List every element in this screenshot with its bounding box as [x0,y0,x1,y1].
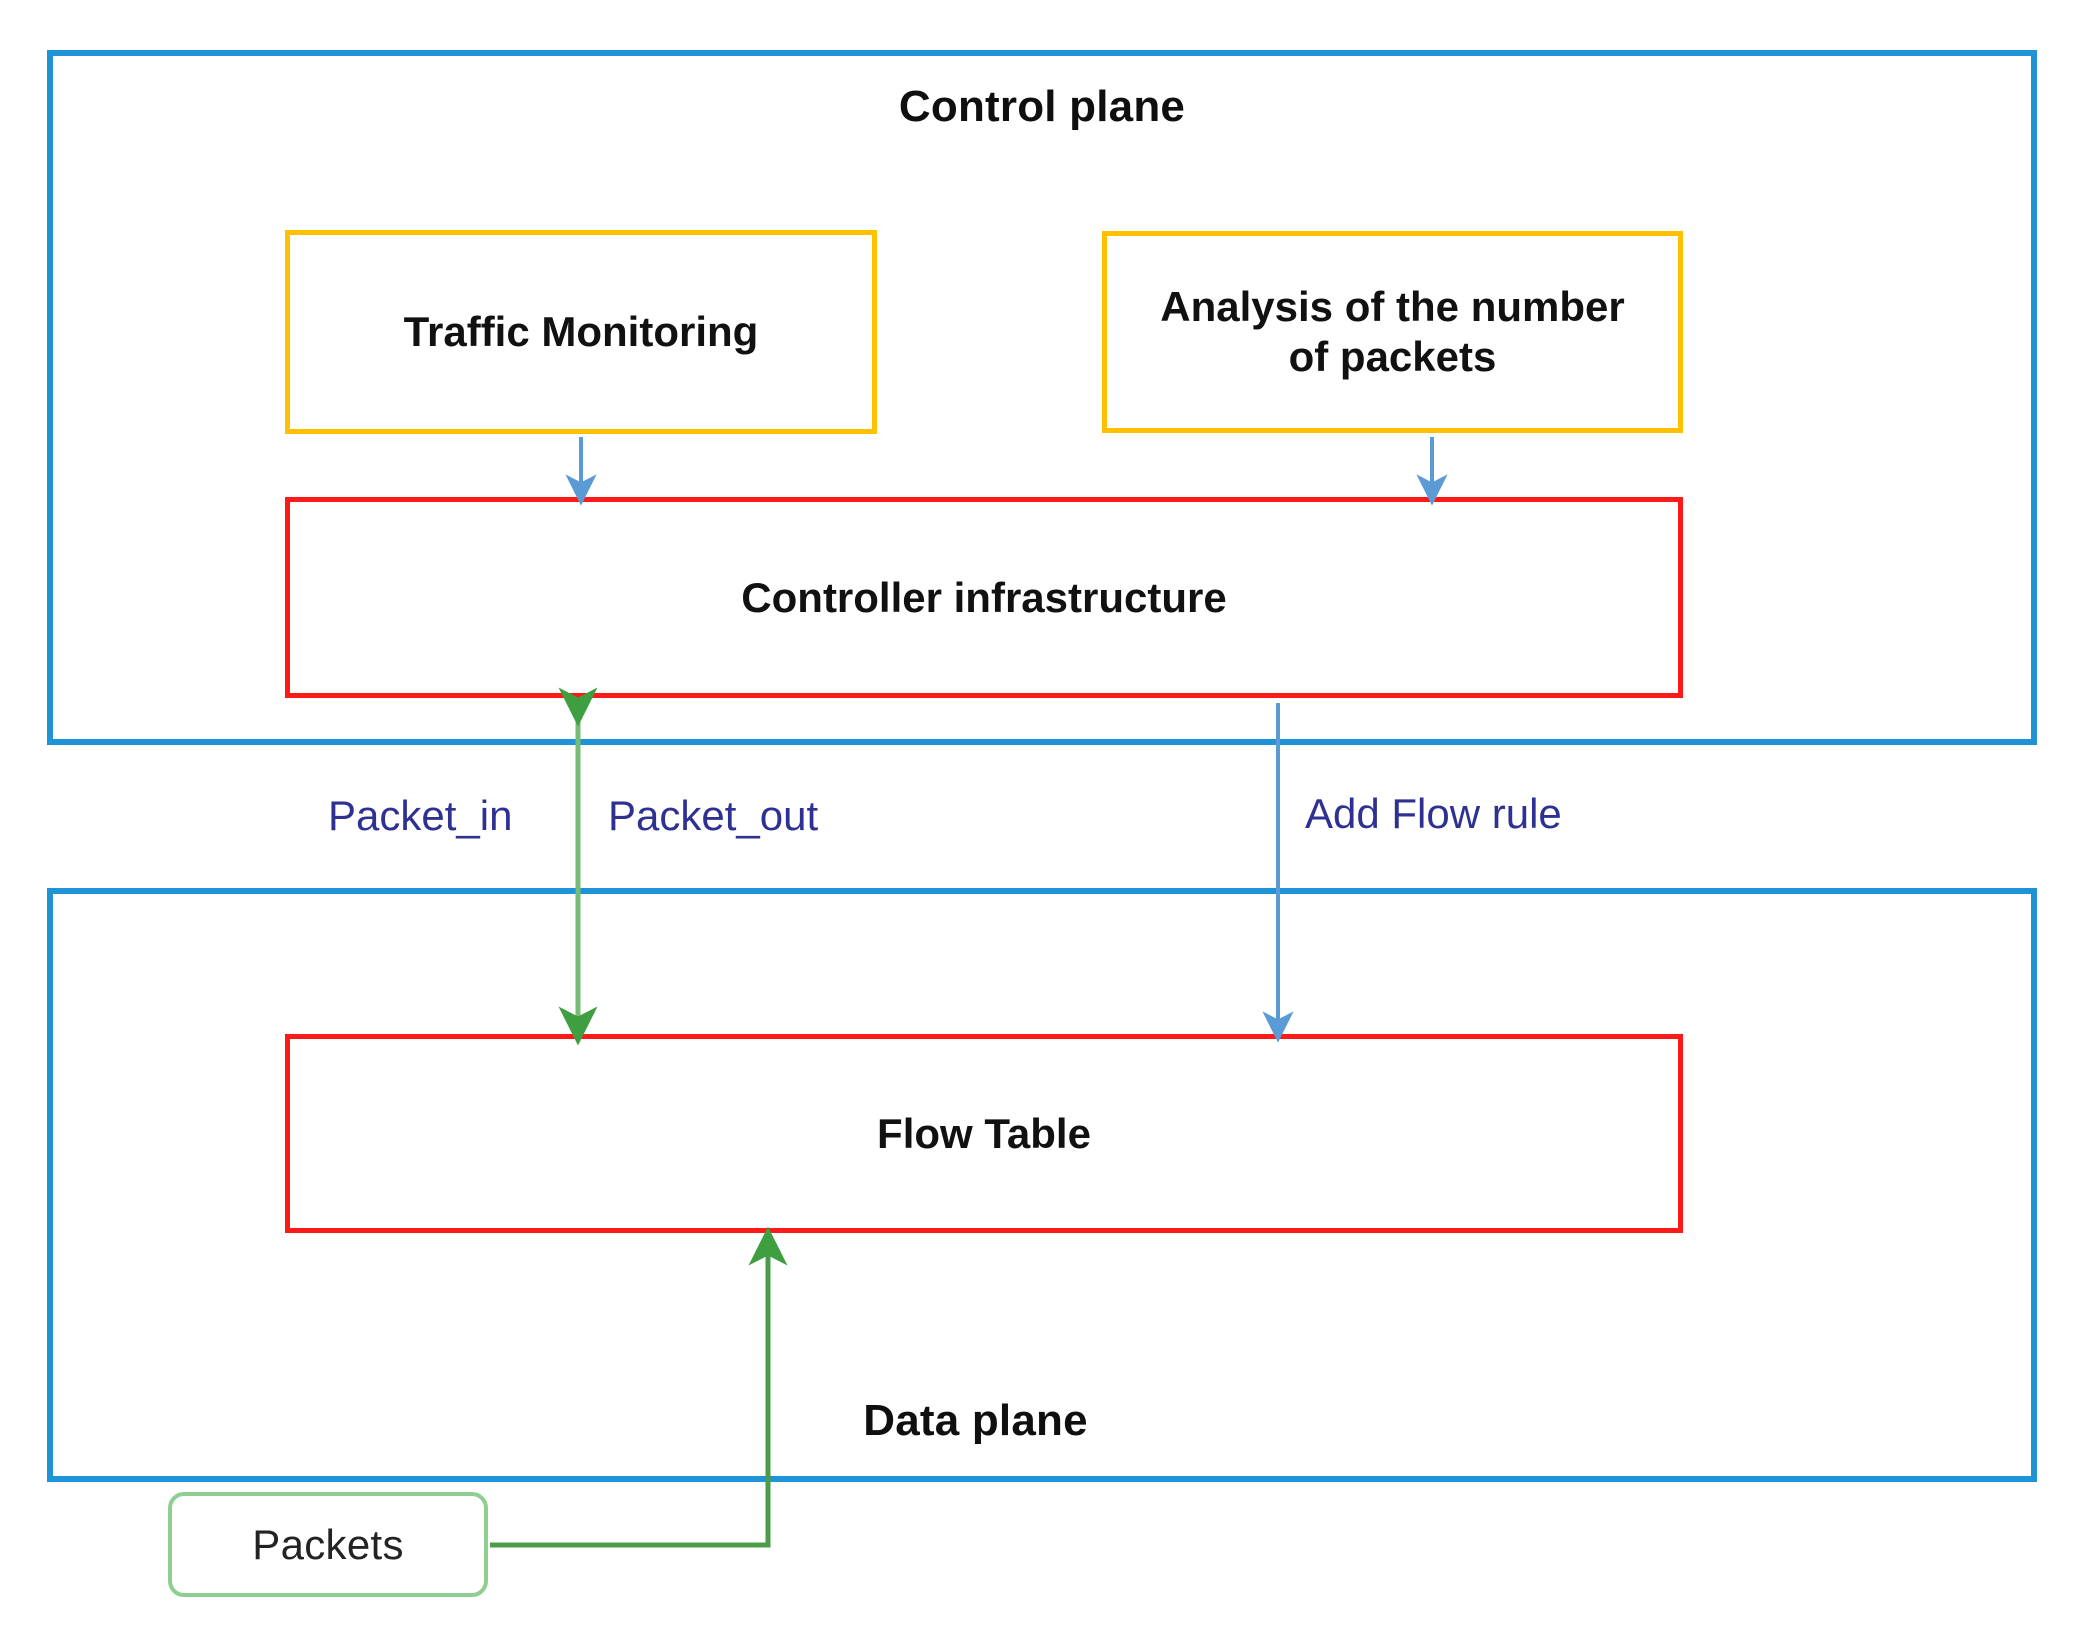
data-plane-title: Data plane [863,1396,1088,1445]
analysis-of-packets-node[interactable]: Analysis of the number of packets [1102,231,1683,433]
controller-infrastructure-node[interactable]: Controller infrastructure [285,497,1683,698]
traffic-monitoring-node[interactable]: Traffic Monitoring [285,230,877,434]
analysis-of-packets-line2: of packets [1288,333,1497,380]
packet-in-label: Packet_in [328,792,513,839]
control-plane-container [47,50,2037,745]
packets-label: Packets [252,1520,404,1568]
analysis-of-packets-label: Analysis of the number of packets [1146,282,1638,381]
flow-table-node[interactable]: Flow Table [285,1034,1683,1233]
packet-out-label: Packet_out [608,792,819,839]
flow-table-label: Flow Table [877,1109,1091,1157]
data-plane-container [47,888,2037,1482]
controller-infrastructure-label: Controller infrastructure [741,573,1227,621]
control-plane-title: Control plane [898,82,1186,131]
packets-node[interactable]: Packets [168,1492,488,1597]
add-flow-rule-label: Add Flow rule [1305,790,1562,837]
traffic-monitoring-label: Traffic Monitoring [403,308,759,356]
analysis-of-packets-line1: Analysis of the number [1160,283,1625,331]
